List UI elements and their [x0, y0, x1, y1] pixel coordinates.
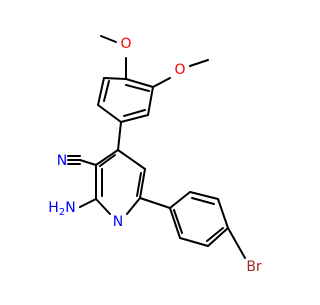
- bond-layer: [67, 35, 246, 259]
- amino-subscript: 2: [59, 207, 65, 218]
- oxygen-right-label: O: [174, 62, 185, 78]
- bond-ar4: [97, 104, 122, 123]
- bond-br4: [207, 227, 229, 247]
- bond-py2-inner: [136, 172, 142, 197]
- bond-py1: [117, 149, 146, 170]
- bond-ar5: [97, 77, 105, 106]
- bond-o-right-ring: [152, 77, 171, 88]
- bond-pyridine-aryl: [139, 197, 171, 209]
- bond-py3: [126, 197, 141, 215]
- bond-ar6: [103, 77, 127, 80]
- bond-ch3-o-top: [100, 35, 117, 43]
- bond-ar2: [147, 86, 154, 116]
- bond-ch3-o-right: [189, 59, 209, 67]
- bond-ar3: [120, 114, 149, 123]
- bond-c-nh2: [79, 198, 97, 208]
- bond-py2: [139, 168, 146, 199]
- bond-br6: [169, 207, 181, 239]
- oxygen-top-label: O: [120, 36, 131, 52]
- bond-br2-inner: [191, 197, 215, 205]
- pyridine-nitrogen-label: N: [113, 214, 123, 230]
- bond-py6-inner: [99, 154, 116, 167]
- bond-aryl-pyridine: [117, 121, 122, 151]
- bond-br5: [179, 237, 209, 247]
- bond-py6: [95, 149, 119, 166]
- bond-c-cn: [79, 159, 97, 166]
- amino-h-label: H: [48, 200, 59, 216]
- bond-c-br: [227, 227, 246, 259]
- molecule-structure: O O N H2N N Br: [48, 35, 262, 275]
- bond-ar3-inner: [123, 109, 146, 117]
- nitrile-nitrogen-label: N: [57, 153, 67, 169]
- bond-br6-inner: [173, 209, 183, 234]
- bond-br4-inner: [206, 227, 224, 242]
- bond-py4: [95, 198, 111, 215]
- bond-ar5-inner: [103, 80, 110, 102]
- bond-br3: [217, 198, 229, 229]
- structure-canvas: O O N H2N N Br: [48, 35, 262, 275]
- amino-group-label: H2N: [48, 200, 75, 218]
- bromine-label: Br: [246, 259, 262, 275]
- bond-br2: [189, 191, 219, 200]
- bond-br1: [169, 191, 191, 209]
- bond-ar1-inner: [125, 84, 150, 92]
- bond-ar1: [125, 78, 154, 88]
- amino-n-label: N: [65, 200, 75, 216]
